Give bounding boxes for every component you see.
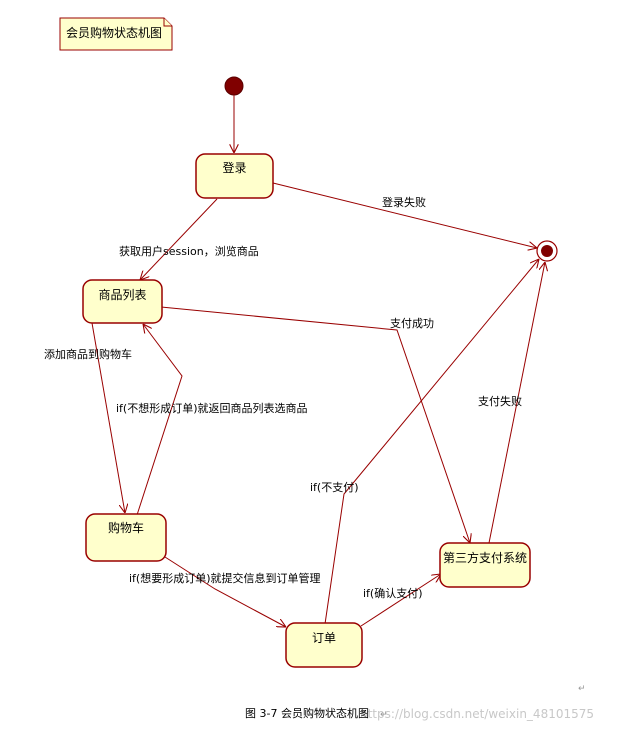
edge-submit-order [164, 556, 286, 627]
diagram-title-note: 会员购物状态机图 [59, 17, 173, 51]
edge-login-to-list [140, 198, 218, 280]
edge-add-to-cart [91, 322, 125, 513]
label-login-fail: 登录失败 [382, 195, 426, 209]
initial-state [224, 76, 244, 96]
label-not-pay: if(不支付) [310, 481, 359, 494]
edge-pay-fail [488, 262, 545, 544]
label-pay-success: 支付成功 [390, 317, 434, 330]
label-confirm-pay: if(确认支付) [363, 587, 423, 600]
state-cart: 购物车 [85, 513, 167, 562]
csdn-watermark: https://blog.csdn.net/weixin_48101575 [360, 707, 594, 721]
state-login: 登录 [195, 153, 274, 199]
state-login-label: 登录 [222, 160, 246, 175]
edge-login-fail [272, 182, 537, 248]
label-pay-fail: 支付失败 [478, 394, 522, 408]
edge-pay-success [160, 306, 470, 543]
edge-return-to-list [136, 324, 183, 516]
edge-confirm-pay [360, 574, 441, 627]
state-order-label: 订单 [312, 631, 336, 645]
state-cart-label: 购物车 [108, 520, 144, 535]
label-submit-order: if(想要形成订单)就提交信息到订单管理 [129, 571, 321, 585]
final-state [536, 240, 558, 262]
caption-mark: ↵ [578, 684, 586, 694]
state-product-list: 商品列表 [82, 279, 163, 324]
label-get-session-browse: 获取用户session，浏览商品 [119, 244, 259, 258]
note-title: 会员购物状态机图 [66, 25, 162, 40]
state-product-list-label: 商品列表 [98, 287, 146, 302]
state-payment-system: 第三方支付系统 [439, 542, 531, 588]
caption-end-mark: ↵ [380, 710, 388, 720]
figure-caption: 图 3-7 会员购物状态机图 [245, 706, 369, 720]
label-add-to-cart: 添加商品到购物车 [44, 347, 132, 361]
state-payment-system-label: 第三方支付系统 [443, 550, 527, 565]
edge-not-pay [324, 259, 539, 625]
label-return-to-list: if(不想形成订单)就返回商品列表选商品 [116, 401, 308, 415]
state-order: 订单 [285, 622, 363, 668]
